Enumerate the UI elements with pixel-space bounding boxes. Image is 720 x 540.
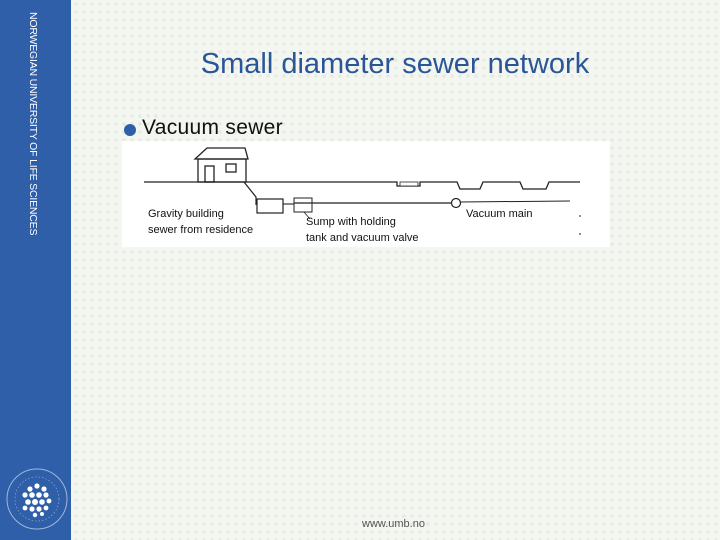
footer-url: www.umb.no bbox=[362, 518, 425, 530]
bullet-item: Vacuum sewer bbox=[124, 116, 283, 140]
label-building-line1: Gravity building bbox=[148, 208, 224, 220]
building-sewer-pipe bbox=[243, 181, 257, 205]
surface-cover bbox=[399, 181, 419, 187]
label-sump-line2: tank and vacuum valve bbox=[306, 232, 419, 244]
sump-label-leader bbox=[303, 211, 311, 220]
label-sump-line1: Sump with holding bbox=[306, 216, 396, 228]
university-seal-icon bbox=[6, 468, 68, 530]
ground-line bbox=[144, 181, 580, 190]
sump-tank bbox=[256, 198, 284, 214]
label-building-line2: sewer from residence bbox=[148, 224, 253, 236]
vacuum-main-node bbox=[450, 197, 462, 209]
bullet-text: Vacuum sewer bbox=[142, 116, 283, 139]
house-icon bbox=[193, 147, 249, 183]
vacuum-main-pipe-2 bbox=[459, 200, 571, 203]
sump-valve-box bbox=[293, 197, 313, 213]
sidebar: NORWEGIAN UNIVERSITY OF LIFE SCIENCES bbox=[0, 0, 71, 540]
institution-name: NORWEGIAN UNIVERSITY OF LIFE SCIENCES bbox=[27, 12, 39, 236]
bullet-icon bbox=[124, 123, 136, 136]
diagram-svg: Gravity building sewer from residence Su… bbox=[144, 147, 581, 244]
vacuum-sewer-diagram: Gravity building sewer from residence Su… bbox=[122, 141, 610, 247]
label-vacuum-main: Vacuum main bbox=[466, 208, 532, 220]
slide-title: Small diameter sewer network bbox=[200, 48, 590, 80]
